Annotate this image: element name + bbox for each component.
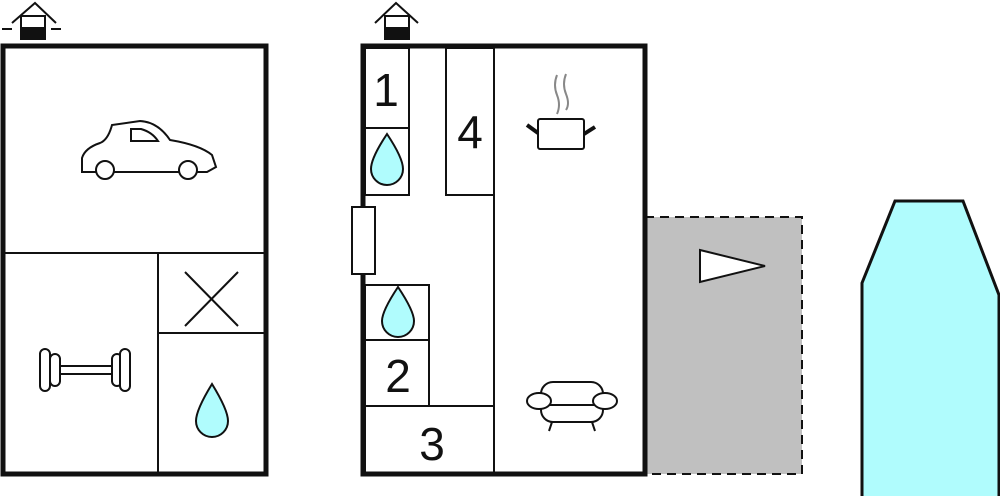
sofa-icon bbox=[526, 381, 618, 432]
terrace-arrow-icon bbox=[699, 248, 766, 284]
car-icon bbox=[81, 119, 218, 180]
dumbbell-icon bbox=[39, 348, 131, 392]
x-cross-icon bbox=[184, 271, 239, 327]
room-label-4: 4 bbox=[457, 106, 483, 158]
room-label-1: 1 bbox=[373, 64, 399, 116]
water-drop-icon bbox=[369, 132, 405, 186]
entrance-icon bbox=[2, 1, 61, 40]
pool-shape bbox=[860, 199, 1000, 496]
water-drop-icon bbox=[194, 382, 230, 438]
cooking-pot-icon bbox=[525, 73, 597, 150]
left-building bbox=[0, 43, 269, 477]
door-icon bbox=[351, 206, 376, 275]
room-label-3: 3 bbox=[419, 418, 445, 470]
water-drop-icon bbox=[380, 285, 416, 338]
room-label-2: 2 bbox=[385, 350, 411, 402]
entrance-icon bbox=[374, 1, 419, 40]
